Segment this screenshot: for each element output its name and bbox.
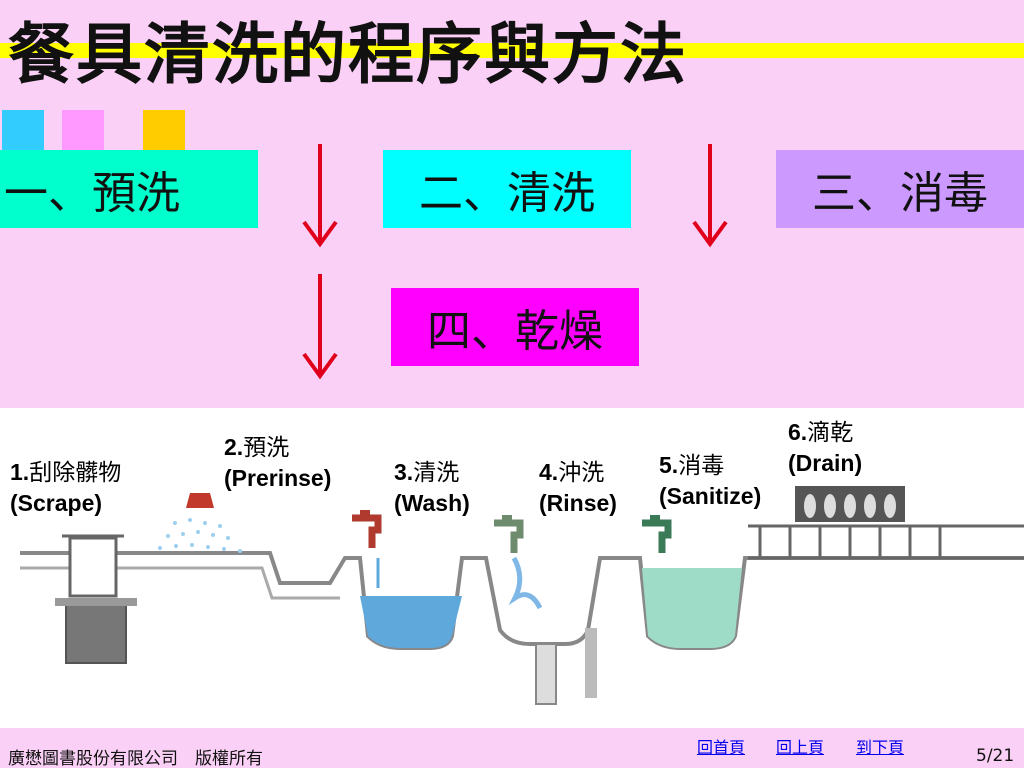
stage-label-sanitize: 5.消毒 (Sanitize) <box>655 448 766 513</box>
stage-label-prerinse: 2.預洗 (Prerinse) <box>220 430 336 495</box>
step-dry: 四、乾燥 <box>391 288 639 366</box>
page-number: 5/21 <box>976 746 1015 766</box>
stage-label-rinse: 4.沖洗 (Rinse) <box>535 455 621 520</box>
stage-label-wash: 3.清洗 (Wash) <box>390 455 474 520</box>
faucet-icon <box>352 510 382 548</box>
page-title: 餐具清洗的程序與方法 <box>8 15 688 93</box>
dishwashing-sink-illustration <box>20 486 1024 705</box>
stage-label-scrape: 1.刮除髒物 (Scrape) <box>6 455 126 520</box>
step-wash: 二、清洗 <box>383 150 631 228</box>
down-arrow-icon <box>302 144 338 248</box>
step-prewash: 一、預洗 <box>0 150 258 228</box>
decor-square-yellow <box>143 110 185 150</box>
down-arrow-icon <box>692 144 728 248</box>
decor-square-pink <box>62 110 104 150</box>
decor-square-blue <box>2 110 44 150</box>
nav-next-link[interactable]: 到下頁 <box>856 738 905 757</box>
stage-label-drain: 6.滴乾 (Drain) <box>784 415 867 480</box>
nav-home-link[interactable]: 回首頁 <box>697 738 746 757</box>
title-rule <box>0 43 1024 58</box>
down-arrow-icon <box>302 274 338 380</box>
copyright-notice: 廣懋圖書股份有限公司 版權所有 <box>8 749 263 768</box>
nav-prev-link[interactable]: 回上頁 <box>776 738 825 757</box>
step-sanitize: 三、消毒 <box>776 150 1024 228</box>
